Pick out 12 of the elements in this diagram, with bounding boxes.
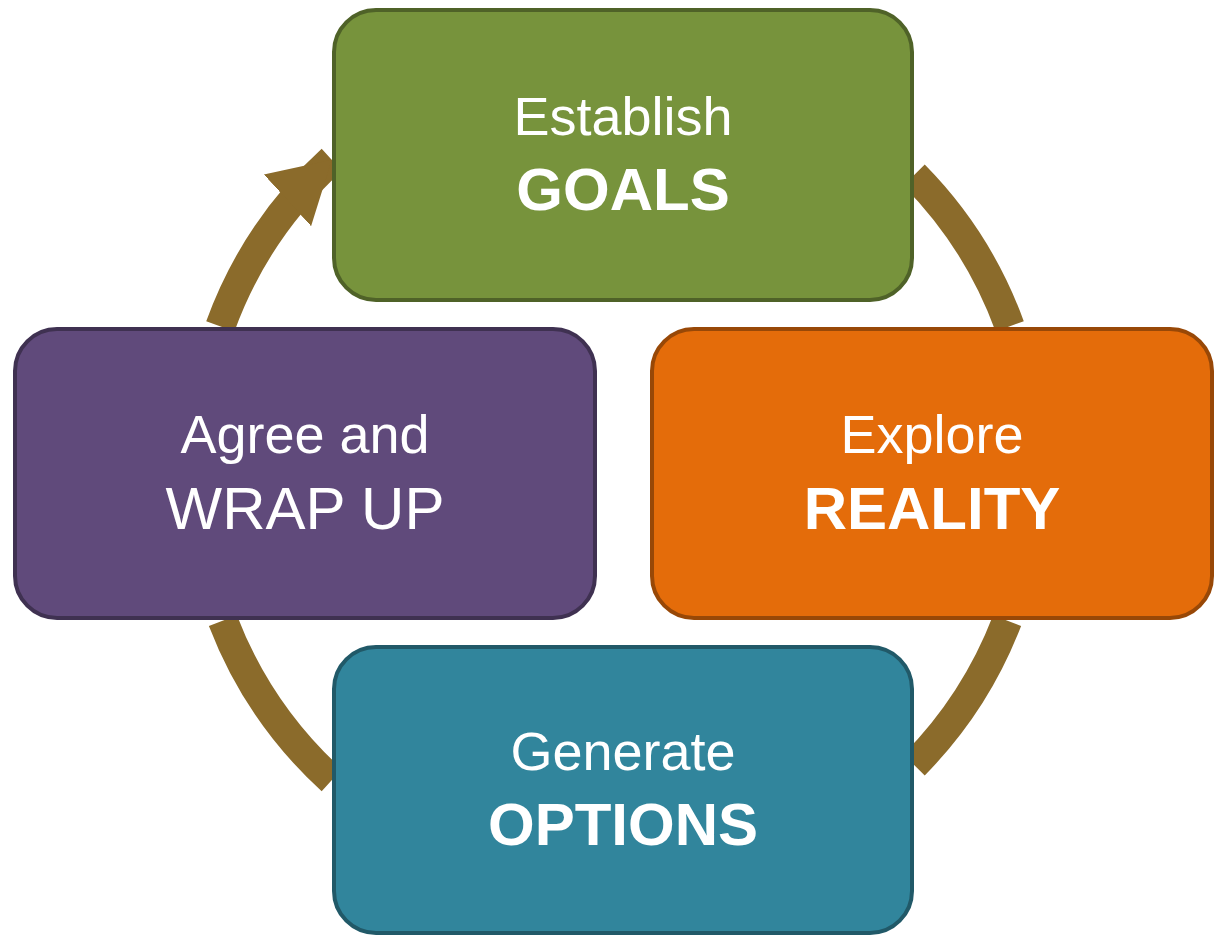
step-box <box>650 327 1214 620</box>
step-box <box>13 327 597 620</box>
step-title: GOALS <box>516 155 730 226</box>
step-box <box>332 8 914 302</box>
step-title: WRAP UP <box>165 473 445 544</box>
step-label: Agree and <box>180 403 430 467</box>
step-title: OPTIONS <box>488 790 758 861</box>
step-label: Generate <box>510 719 736 783</box>
step-label: Establish <box>513 84 733 148</box>
step-label: Explore <box>840 403 1024 467</box>
step-box <box>332 645 914 935</box>
step-title: REALITY <box>803 473 1061 544</box>
